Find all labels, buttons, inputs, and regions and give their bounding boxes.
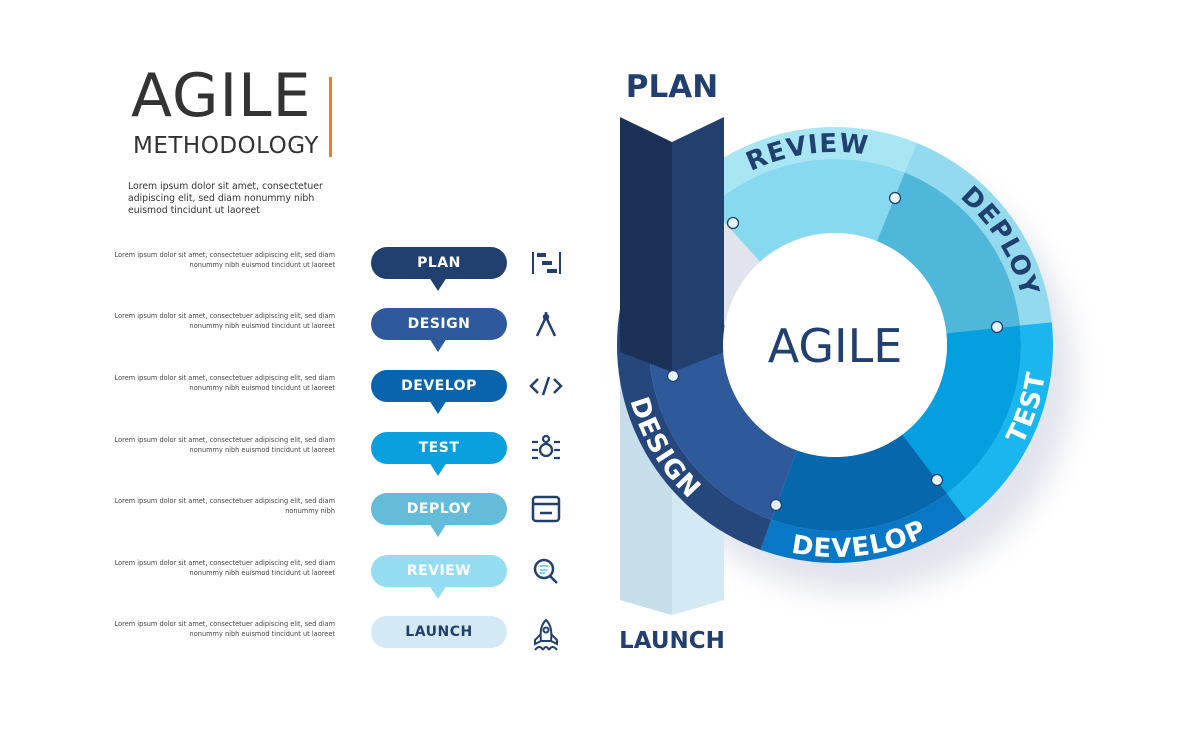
stage-pill-launch: LAUNCH [371, 616, 507, 648]
stage-row-review: Lorem ipsum dolor sit amet, consectetuer… [0, 555, 600, 599]
page-title: AGILE [131, 61, 312, 131]
stage-row-test: Lorem ipsum dolor sit amet, consectetuer… [0, 432, 600, 476]
ring-segment-outer-review [689, 127, 917, 207]
stage-pill-review: REVIEW [371, 555, 507, 587]
stage-description: Lorem ipsum dolor sit amet, consectetuer… [114, 559, 335, 577]
page-subtitle: METHODOLOGY [133, 133, 319, 159]
pill-pointer [429, 523, 447, 537]
plan-column-left [620, 117, 672, 372]
connector-dot [888, 191, 902, 205]
pill-pointer [429, 585, 447, 599]
ring-segment-deploy [876, 172, 1020, 334]
connector-dot [769, 498, 783, 512]
ring-segment-outer-test [946, 322, 1053, 520]
stage-row-deploy: Lorem ipsum dolor sit amet, consectetuer… [0, 493, 600, 537]
gantt-icon [529, 248, 563, 278]
intro-description: Lorem ipsum dolor sit amet, consectetuer… [128, 181, 323, 216]
stage-description: Lorem ipsum dolor sit amet, consectetuer… [114, 251, 335, 269]
pill-pointer [429, 277, 447, 291]
stage-row-develop: Lorem ipsum dolor sit amet, consectetuer… [0, 370, 600, 414]
stage-description: Lorem ipsum dolor sit amet, consectetuer… [114, 312, 335, 330]
ring-segment-outer-develop [760, 493, 967, 563]
package-icon [529, 494, 563, 524]
ring-segment-outer-deploy [904, 142, 1052, 326]
pill-pointer [429, 462, 447, 476]
stage-row-plan: Lorem ipsum dolor sit amet, consectetuer… [0, 247, 600, 291]
cycle-top-label: PLAN [626, 69, 718, 105]
stage-description: Lorem ipsum dolor sit amet, consectetuer… [114, 374, 335, 392]
stage-row-design: Lorem ipsum dolor sit amet, consectetuer… [0, 308, 600, 352]
stage-pill-deploy: DEPLOY [371, 493, 507, 525]
ring-segment-develop [771, 434, 947, 531]
connector-dot [990, 320, 1004, 334]
stage-description: Lorem ipsum dolor sit amet, consectetuer… [114, 620, 335, 638]
pill-pointer [429, 338, 447, 352]
compass-icon [529, 309, 563, 339]
ring-segment-test [902, 325, 1022, 494]
stage-description: Lorem ipsum dolor sit amet, consectetuer… [114, 436, 335, 454]
connector-dot [666, 369, 680, 383]
code-icon [529, 371, 563, 401]
stage-description: Lorem ipsum dolor sit amet, consectetuer… [114, 497, 335, 515]
pill-pointer [429, 400, 447, 414]
plan-column-right [672, 117, 724, 372]
bug-icon [529, 433, 563, 463]
center-circle [723, 233, 947, 457]
cycle-bottom-label: LAUNCH [619, 628, 725, 654]
ring-segment-review [710, 158, 905, 262]
stage-row-launch: Lorem ipsum dolor sit amet, consectetuer… [0, 616, 600, 656]
rocket-icon [529, 617, 563, 651]
center-label: AGILE [768, 319, 903, 373]
connector-dot [726, 216, 740, 230]
stage-pill-develop: DEVELOP [371, 370, 507, 402]
accent-divider [329, 77, 332, 157]
stage-pill-plan: PLAN [371, 247, 507, 279]
stage-pill-test: TEST [371, 432, 507, 464]
magnifier-icon [529, 556, 563, 586]
connector-dot [930, 473, 944, 487]
stage-pill-design: DESIGN [371, 308, 507, 340]
